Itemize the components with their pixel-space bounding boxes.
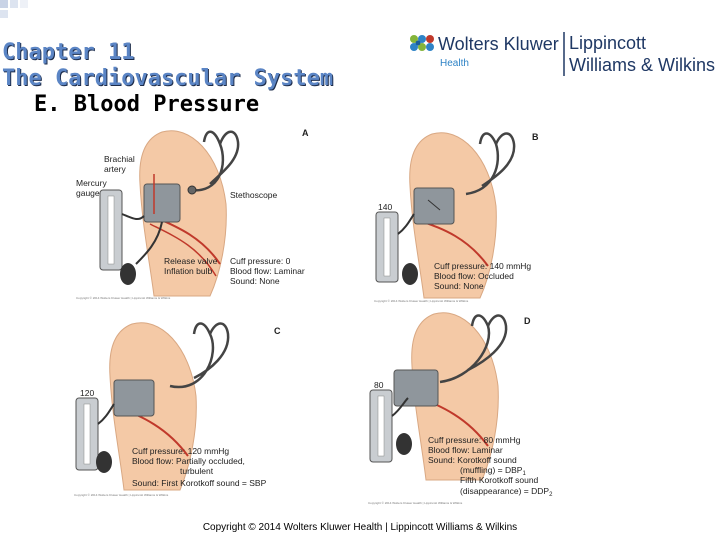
- fine-print-a: Copyright © 2014 Wolters Kluwer Health |…: [76, 296, 171, 300]
- logo-williams-wilkins: Williams & Wilkins: [569, 55, 715, 75]
- sound-d-4-sub: 2: [549, 492, 553, 498]
- sound-d-2-text: (muffling) = DBP: [460, 465, 523, 475]
- wolters-kluwer-emblem-icon: [410, 35, 434, 51]
- panel-letter-a: A: [302, 128, 309, 138]
- label-inflation-bulb: Inflation bulb: [164, 266, 212, 276]
- sound-d-3: Fifth Korotkoff sound: [460, 475, 539, 485]
- label-brachial-artery-1: Brachial: [104, 154, 135, 164]
- label-brachial-artery-2: artery: [104, 164, 126, 174]
- label-release-valve: Release valve: [164, 256, 218, 266]
- panel-letter-c: C: [274, 326, 281, 336]
- panel-letter-d: D: [524, 316, 531, 326]
- chapter-title-line1: Chapter 11: [2, 40, 135, 65]
- fine-print-d: Copyright © 2014 Wolters Kluwer Health |…: [368, 501, 463, 505]
- sound-c: Sound: First Korotkoff sound = SBP: [132, 478, 267, 488]
- panel-letter-b: B: [532, 132, 539, 142]
- label-stethoscope: Stethoscope: [230, 190, 278, 200]
- gauge-value-c: 120: [80, 388, 94, 398]
- blood-flow-d: Blood flow: Laminar: [428, 445, 503, 455]
- blood-flow-a: Blood flow: Laminar: [230, 266, 305, 276]
- cuff-pressure-d: Cuff pressure: 80 mmHg: [428, 435, 521, 445]
- sound-d-4: (disappearance) = DDP2: [460, 486, 553, 498]
- logo-wolters-kluwer: Wolters Kluwer: [438, 34, 559, 54]
- logo-lippincott: Lippincott: [569, 33, 646, 53]
- corner-decoration: [0, 0, 28, 18]
- sound-d-1: Sound: Korotkoff sound: [428, 455, 517, 465]
- blood-flow-b: Blood flow: Occluded: [434, 271, 514, 281]
- sound-d-2: (muffling) = DBP1: [460, 465, 526, 477]
- publisher-logo: Wolters Kluwer Health Lippincott William…: [410, 32, 715, 76]
- gauge-value-d: 80: [374, 380, 384, 390]
- panel-c: C 120 Cuff pressure: 120 mmHg Blood flow…: [70, 314, 310, 498]
- panel-a: A Brachial artery Mercury gauge Stethosc…: [70, 124, 320, 304]
- panel-b: B 140 Cuff pressure: 140 mmHg Blood flow…: [370, 124, 550, 304]
- footer-copyright: Copyright © 2014 Wolters Kluwer Health |…: [202, 522, 518, 533]
- chapter-title-line2: The Cardiovascular System: [2, 66, 334, 91]
- sound-d-4-text: (disappearance) = DDP: [460, 486, 549, 496]
- fine-print-c: Copyright © 2014 Wolters Kluwer Health |…: [74, 493, 169, 497]
- sound-b: Sound: None: [434, 281, 484, 291]
- sound-a: Sound: None: [230, 276, 280, 286]
- cuff-pressure-a: Cuff pressure: 0: [230, 256, 291, 266]
- sound-d-2-sub: 1: [522, 471, 526, 477]
- section-title: E. Blood Pressure: [34, 92, 260, 117]
- label-mercury-gauge-1: Mercury: [76, 178, 107, 188]
- blood-flow-c-2: turbulent: [180, 466, 214, 476]
- fine-print-b: Copyright © 2014 Wolters Kluwer Health |…: [374, 299, 469, 303]
- panel-d: D 80 Cuff pressure: 80 mmHg Blood flow: …: [364, 306, 564, 508]
- cuff-pressure-b: Cuff pressure: 140 mmHg: [434, 261, 531, 271]
- logo-health: Health: [440, 58, 469, 69]
- blood-flow-c-1: Blood flow: Partially occluded,: [132, 456, 245, 466]
- gauge-value-b: 140: [378, 202, 392, 212]
- label-mercury-gauge-2: gauge: [76, 188, 100, 198]
- cuff-pressure-c: Cuff pressure: 120 mmHg: [132, 446, 229, 456]
- chapter-title: Chapter 11 The Cardiovascular System: [2, 40, 333, 92]
